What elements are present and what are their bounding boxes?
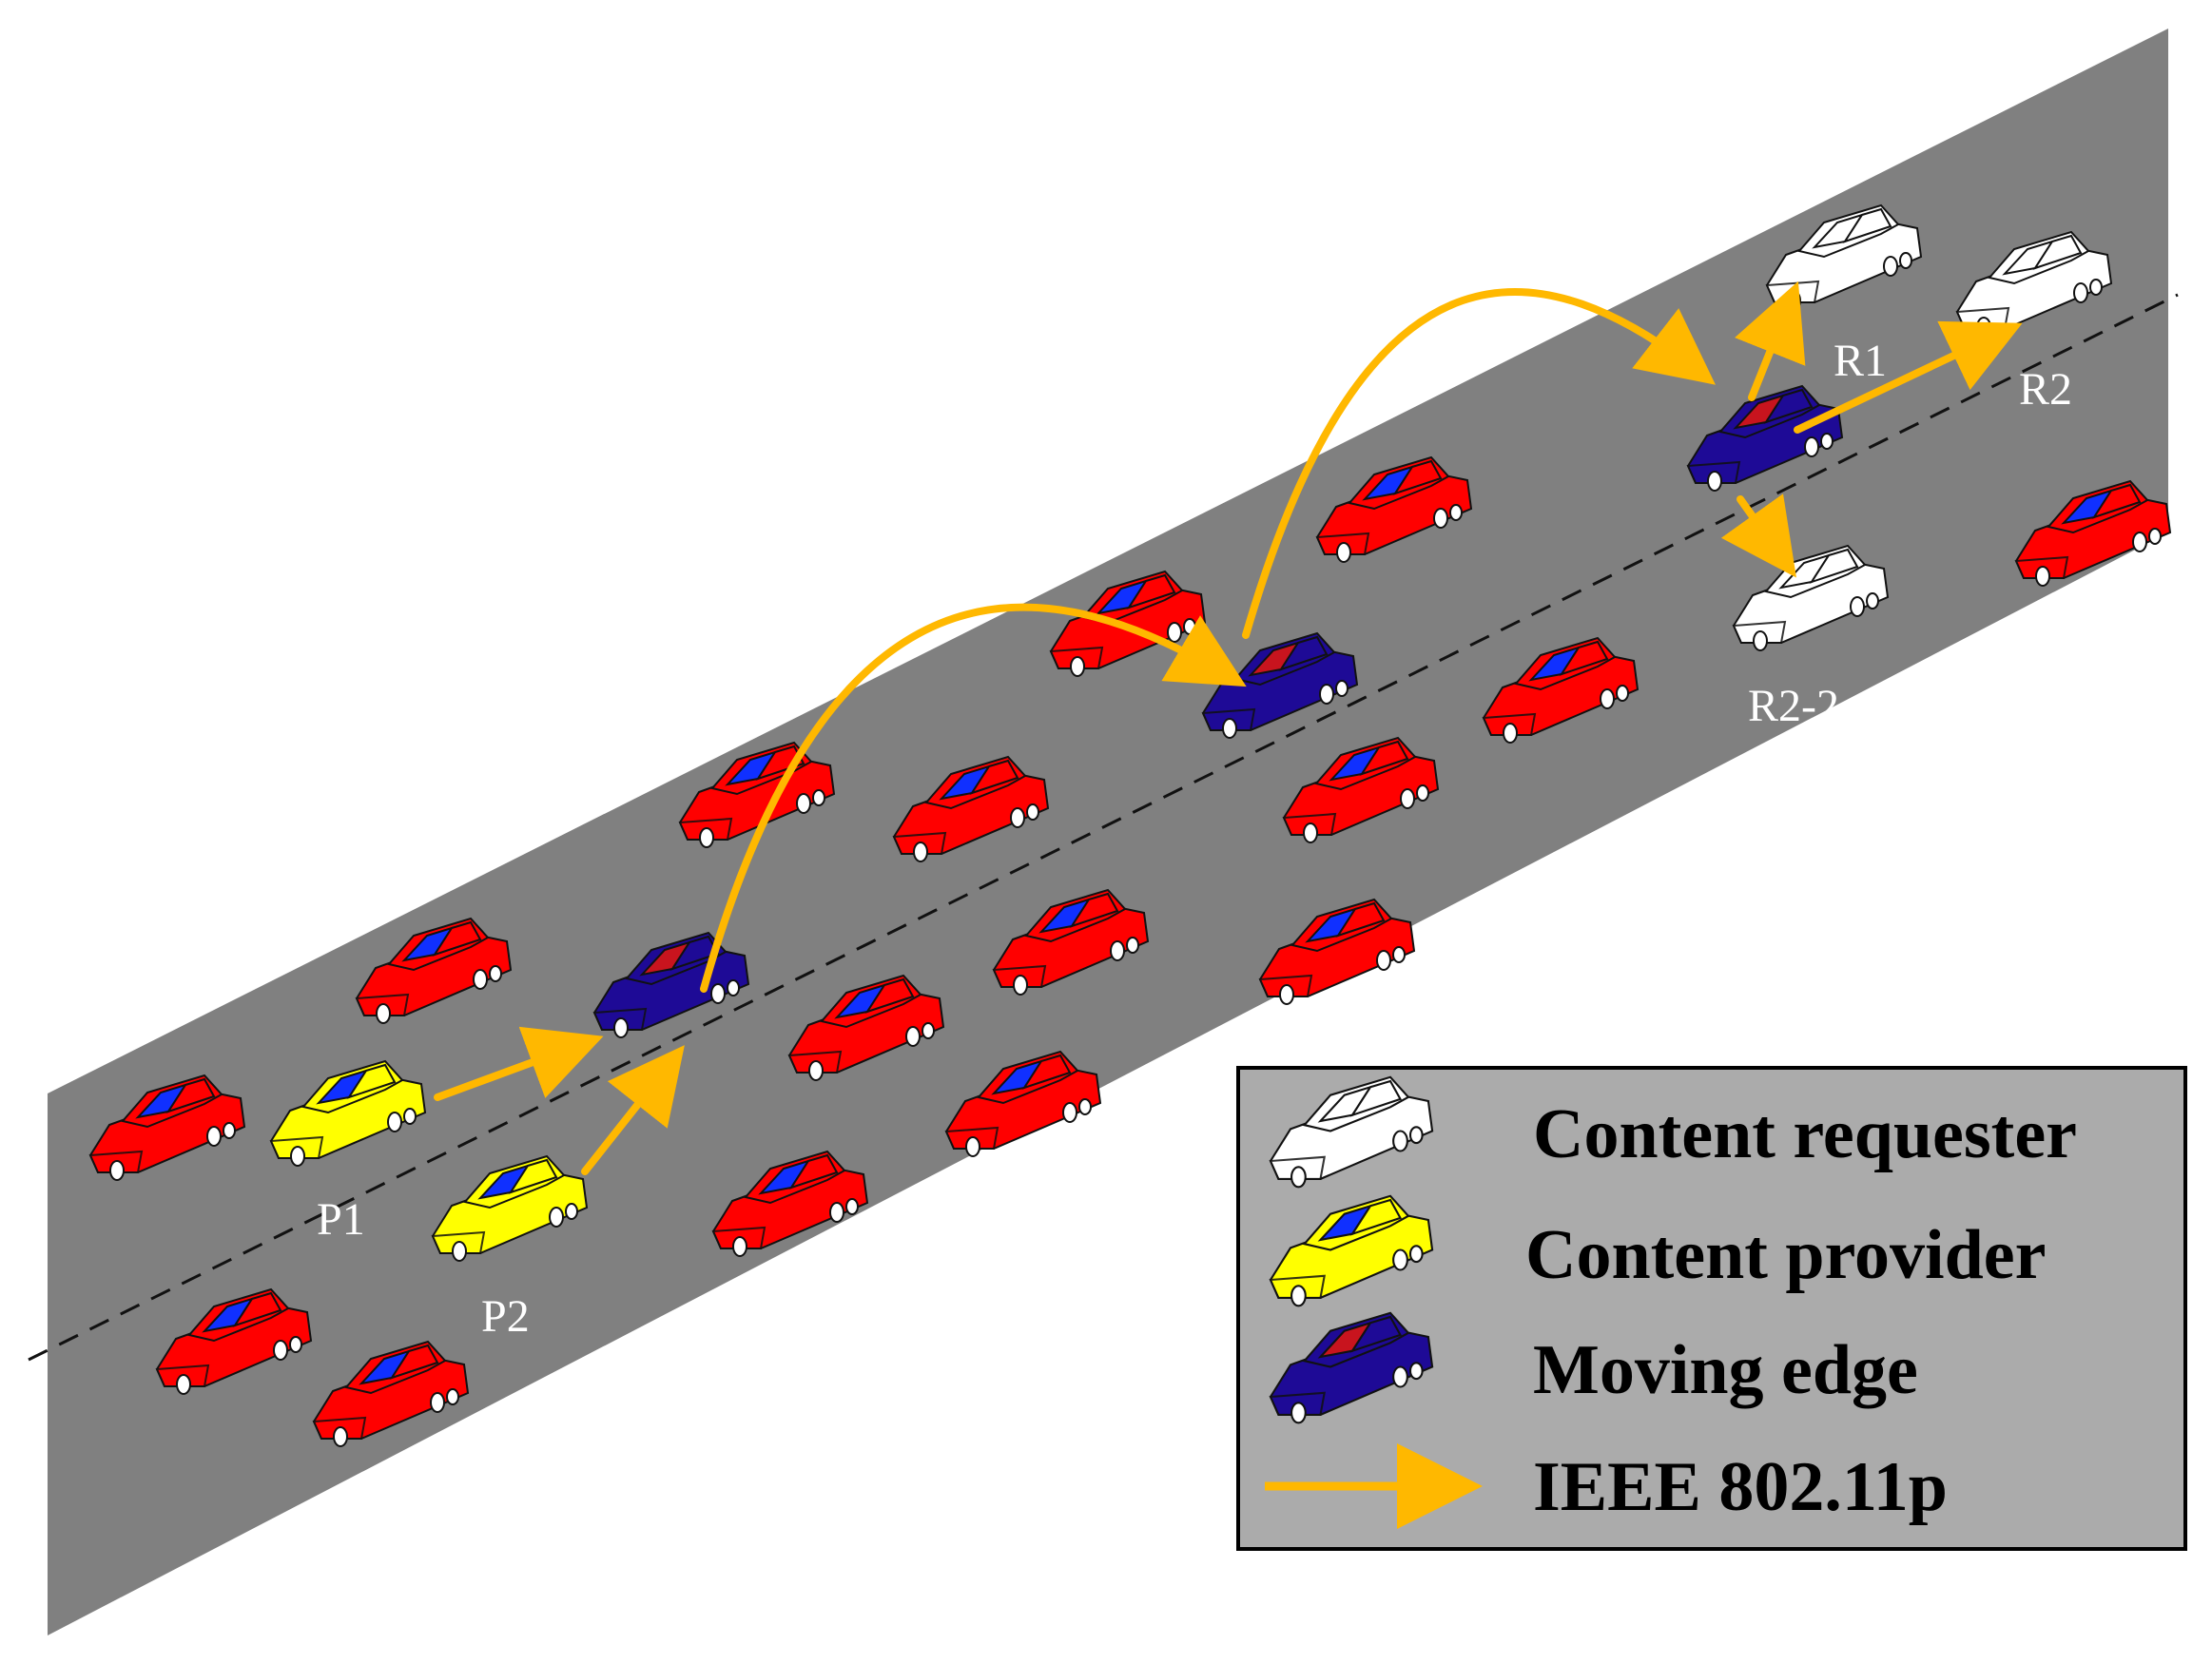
legend-label-ieee-802-11p: IEEE 802.11p <box>1533 1448 1948 1526</box>
ordinary-car-7 <box>312 1340 470 1447</box>
ordinary-car-16 <box>711 1150 869 1257</box>
dark-blue-car-icon <box>1269 1311 1434 1424</box>
ieee-802-11p-links <box>434 281 2023 1175</box>
white-car-icon <box>1269 1075 1434 1189</box>
legend-label-moving-edge: Moving edge <box>1533 1331 1918 1409</box>
requester-car-r2 <box>1955 230 2113 338</box>
ordinary-car-9 <box>892 755 1050 862</box>
label-p1: P1 <box>317 1194 365 1245</box>
link-edge3-to-r2-2 <box>1720 493 1796 578</box>
ordinary-car-10 <box>944 1050 1102 1157</box>
link-edge3-to-r2 <box>1794 320 2023 434</box>
ordinary-car-13 <box>1282 736 1440 843</box>
link-edge3-to-r1 <box>1735 281 1806 401</box>
label-r1: R1 <box>1834 336 1887 386</box>
link-p2-to-edge1 <box>581 1045 685 1175</box>
provider-car-p1 <box>269 1059 427 1167</box>
link-edge1-to-edge2 <box>700 603 1247 993</box>
ordinary-car-12 <box>1258 898 1416 1005</box>
label-r2: R2 <box>2019 364 2072 415</box>
provider-car-p2 <box>431 1154 589 1262</box>
label-p2: P2 <box>481 1291 530 1342</box>
ordinary-car-1 <box>88 1074 246 1181</box>
ordinary-car-15 <box>2014 479 2172 587</box>
ordinary-car-5 <box>1315 455 1473 563</box>
legend-label-content-provider: Content provider <box>1525 1216 2046 1294</box>
requester-car-r2-2 <box>1732 544 1890 651</box>
ordinary-car-11 <box>992 888 1150 996</box>
ordinary-car-8 <box>787 974 945 1081</box>
yellow-car-icon <box>1269 1194 1434 1307</box>
ordinary-car-6 <box>155 1287 313 1395</box>
link-edge2-to-edge3 <box>1242 287 1716 639</box>
legend-box: Content requester Content provider Movin… <box>1236 1066 2187 1551</box>
legend-label-content-requester: Content requester <box>1533 1095 2077 1173</box>
moving-edge-car-2 <box>1201 631 1359 739</box>
ordinary-car-3 <box>678 741 836 848</box>
lane-divider-line <box>28 293 2179 1362</box>
road-surface <box>48 29 2168 1635</box>
legend-icons <box>1269 1075 1434 1424</box>
moving-edge-car-3 <box>1686 384 1844 492</box>
label-r2-2: R2-2 <box>1748 681 1839 731</box>
link-p1-to-edge1 <box>434 1026 604 1101</box>
ordinary-car-14 <box>1482 636 1640 744</box>
ordinary-car-2 <box>355 917 513 1024</box>
